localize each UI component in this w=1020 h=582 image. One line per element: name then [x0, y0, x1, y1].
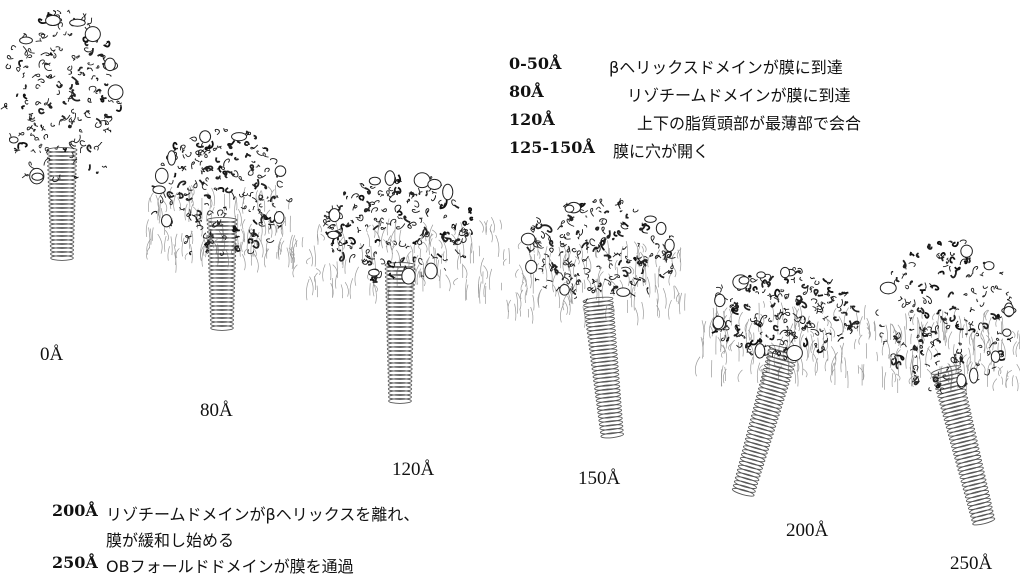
legend-text: リゾチームドメインがβヘリックスを離れ、 — [106, 505, 420, 524]
snapshot-label-80: 80Å — [200, 400, 233, 421]
lipid-membrane — [503, 239, 686, 328]
legend-bottom-row: 250Å OBフォールドドメインが膜を通過 — [52, 553, 472, 576]
snapshot-structure-s0 — [0, 9, 124, 261]
legend-text: 膜が緩和し始める — [106, 531, 235, 550]
legend-top-row: 125-150Å 膜に穴が開く — [509, 138, 1009, 161]
head-domain — [520, 198, 676, 303]
snapshot-label-120: 120Å — [392, 459, 435, 480]
head-domain — [322, 170, 474, 285]
snapshot-label-0: 0Å — [40, 344, 64, 365]
legend-text: 膜に穴が開く — [613, 142, 710, 161]
head-domain — [711, 266, 860, 362]
head-domain — [875, 239, 1017, 394]
snapshot-structure-s200 — [695, 266, 871, 497]
legend-text: βヘリックスドメインが膜に到達 — [609, 58, 843, 77]
beta-helix — [46, 147, 78, 261]
snapshot-label-200: 200Å — [786, 520, 829, 541]
head-domain — [150, 127, 293, 256]
legend-top-row: 0-50Å βヘリックスドメインが膜に到達 — [509, 54, 1009, 77]
legend-distance: 120Å — [509, 110, 555, 129]
beta-helix — [384, 262, 416, 404]
legend-distance: 250Å — [52, 553, 98, 572]
legend-text: OBフォールドドメインが膜を通過 — [106, 557, 354, 576]
snapshot-structure-s150 — [503, 198, 686, 439]
beta-helix — [206, 217, 238, 331]
legend-text: リゾチームドメインが膜に到達 — [627, 86, 851, 105]
lipid-membrane — [695, 300, 871, 389]
legend-bottom-row: 200Å リゾチームドメインがβヘリックスを離れ、 — [52, 501, 472, 524]
legend-bottom-row: 膜が緩和し始める — [52, 527, 472, 550]
legend-top-row: 80Å リゾチームドメインが膜に到達 — [509, 82, 1009, 105]
beta-helix — [582, 296, 624, 439]
snapshot-structure-s80 — [145, 127, 296, 331]
legend-distance: 200Å — [52, 501, 98, 520]
legend-distance: 80Å — [509, 82, 544, 101]
legend-distance: 125-150Å — [509, 138, 595, 157]
head-domain — [0, 9, 124, 185]
snapshot-label-150: 150Å — [578, 468, 621, 489]
legend-top-row: 120Å 上下の脂質頭部が最薄部で会合 — [509, 110, 1009, 133]
legend-distance: 0-50Å — [509, 54, 562, 73]
legend-text: 上下の脂質頭部が最薄部で会合 — [637, 114, 862, 133]
snapshot-label-250: 250Å — [950, 553, 993, 574]
snapshot-structure-s120 — [292, 170, 502, 404]
